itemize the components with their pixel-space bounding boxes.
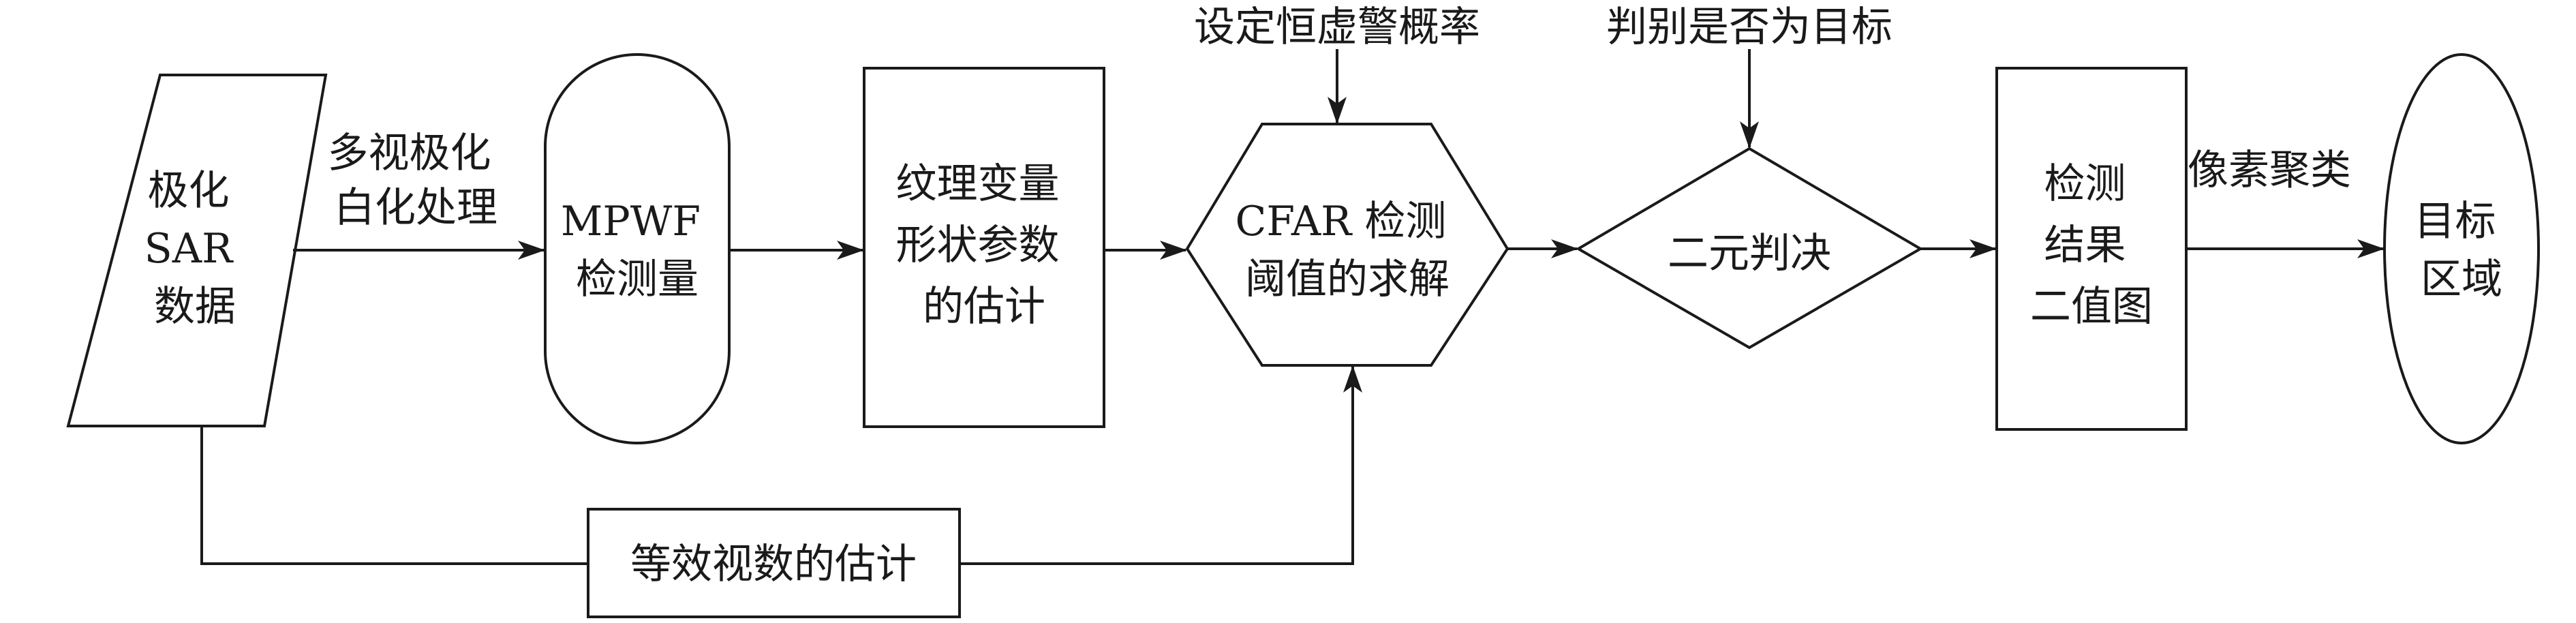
target-ellipse: [2383, 53, 2540, 444]
sar-data-label: 极化 SAR 数据: [144, 167, 246, 331]
enl-box: [587, 508, 961, 618]
binary-diamond: [1576, 147, 1923, 350]
binary-label: 二元判决: [1668, 230, 1831, 277]
cluster-label: 像素聚类: [2188, 147, 2351, 194]
mpwf-label: MPWF 检测量: [561, 198, 714, 303]
arrow-enl-to-cfar: [960, 365, 1362, 565]
judge-label: 判别是否为目标: [1606, 3, 1892, 51]
mpwf-box: [544, 53, 731, 444]
pfa-label: 设定恒虚警概率: [1194, 3, 1480, 51]
enl-label: 等效视数的估计: [630, 541, 917, 588]
line-sar-to-enl: [200, 426, 588, 565]
sar-data-parallelogram: [66, 74, 328, 427]
cfar-label: CFAR 检测 阈值的求解: [1236, 198, 1460, 303]
texture-label: 纹理变量 形状参数 的估计: [895, 160, 1072, 331]
whitening-label: 多视极化 白化处理: [327, 130, 504, 232]
texture-box: [863, 67, 1105, 428]
result-box: [1995, 67, 2188, 431]
target-label: 目标 区域: [2414, 198, 2509, 303]
result-label: 检测 结果 二值图: [2030, 160, 2153, 331]
